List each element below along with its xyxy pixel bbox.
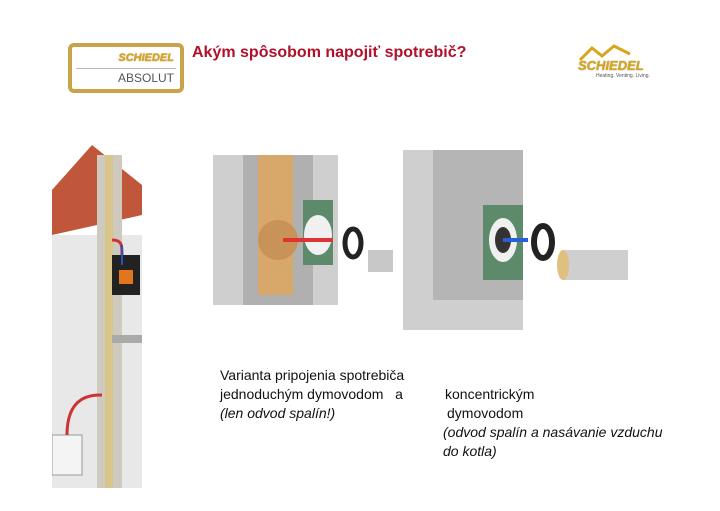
concentric-flue-connection-illustration bbox=[403, 150, 628, 330]
single-flue-connection-illustration bbox=[213, 155, 393, 333]
logo-brand: SCHIEDEL bbox=[578, 58, 644, 73]
logo-tagline: Heating. Venting. Living. bbox=[596, 73, 650, 79]
caption-right-note1: (odvod spalín a nasávanie vzduchu bbox=[443, 424, 663, 440]
roof-mark-icon bbox=[578, 44, 631, 62]
caption-left-line2: jednoduchým dymovodom a bbox=[220, 386, 403, 402]
schiedel-absolut-logo: SCHIEDEL ABSOLUT bbox=[68, 43, 184, 93]
schiedel-logo: SCHIEDEL Heating. Venting. Living. bbox=[574, 42, 650, 82]
caption-right-line2: dymovodom bbox=[447, 405, 524, 421]
caption-right-line1: koncentrickým bbox=[445, 386, 535, 402]
page-title: Akým spôsobom napojiť spotrebič? bbox=[192, 44, 467, 61]
logo-product: ABSOLUT bbox=[117, 71, 174, 85]
logo-brand: SCHIEDEL bbox=[118, 52, 174, 64]
caption-left-note: (len odvod spalín!) bbox=[220, 405, 336, 421]
logo-divider bbox=[76, 68, 176, 69]
caption-right-note2: do kotla) bbox=[443, 443, 497, 459]
caption-left-line1: Varianta pripojenia spotrebiča bbox=[220, 367, 405, 383]
chimney-house-illustration bbox=[52, 145, 142, 488]
